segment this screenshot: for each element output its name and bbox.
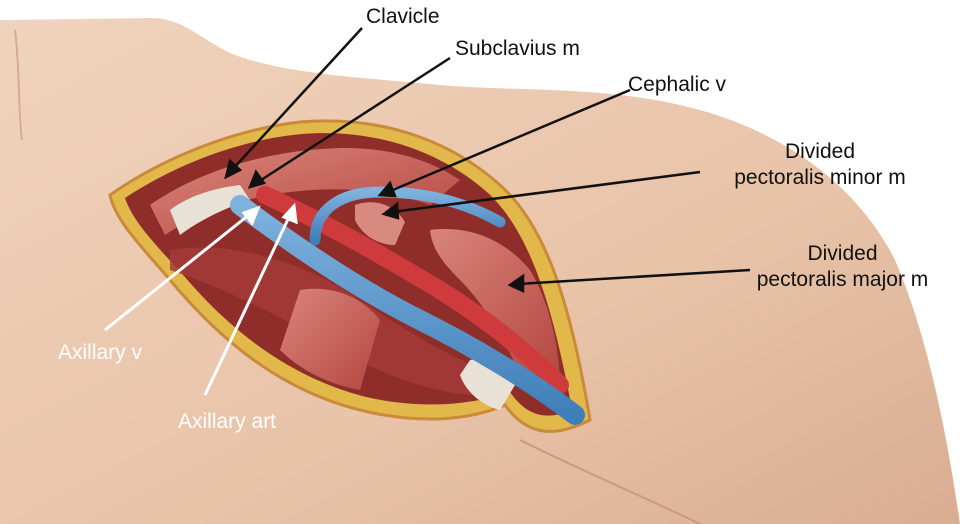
leader-cephalic-arrowhead — [377, 180, 397, 198]
dark-leader-lines — [224, 27, 751, 293]
label-axillary-artery: Axillary art — [178, 410, 277, 433]
leader-subclavius — [257, 56, 451, 184]
label-pectoralis-major: Divided pectoralis major m — [730, 241, 955, 293]
arm-crease — [519, 439, 701, 524]
leader-axillary-artery-arrowhead — [281, 202, 298, 225]
light-leader-lines — [104, 202, 298, 396]
label-axillary-vein: Axillary v — [58, 341, 143, 364]
label-pectoralis-major-line2: pectoralis major m — [756, 268, 929, 291]
leader-pec-minor — [391, 170, 701, 214]
label-cephalic-vein: Cephalic v — [628, 73, 727, 96]
leader-pec-minor-arrowhead — [381, 201, 400, 220]
leader-pec-major — [517, 268, 751, 286]
leader-axillary-artery — [203, 214, 292, 396]
label-pectoralis-major-line1: Divided — [807, 242, 878, 265]
leader-cephalic — [387, 88, 631, 194]
leader-subclavius-arrowhead — [247, 169, 267, 189]
label-pectoralis-minor: Divided pectoralis minor m — [705, 139, 935, 191]
label-pectoralis-minor-line2: pectoralis minor m — [734, 166, 906, 189]
label-subclavius: Subclavius m — [455, 37, 580, 60]
clavicle-tendon — [170, 185, 250, 235]
leader-pec-major-arrowhead — [507, 273, 525, 293]
leader-clavicle-arrowhead — [224, 158, 243, 180]
collar-crease — [14, 29, 23, 141]
cephalic-vein-shape — [309, 186, 506, 246]
axillary-vein-shape — [230, 195, 585, 425]
label-pectoralis-minor-line1: Divided — [784, 140, 856, 163]
lower-muscle-block — [280, 288, 380, 390]
leader-axillary-vein — [104, 212, 251, 332]
leader-clavicle — [231, 27, 363, 171]
label-clavicle: Clavicle — [366, 5, 440, 28]
neck-shadow — [0, 0, 190, 20]
leader-axillary-vein-arrowhead — [241, 205, 261, 226]
pectoralis-major-divided-shape — [430, 229, 560, 380]
